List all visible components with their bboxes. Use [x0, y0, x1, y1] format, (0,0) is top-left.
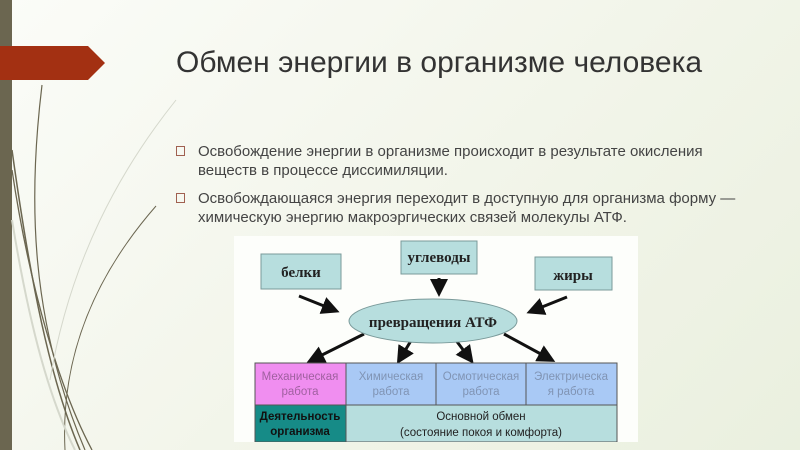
left-sidebar-bar	[0, 0, 12, 450]
activity-label: Деятельность	[260, 411, 341, 423]
bullet-text: Освобождающаяся энергия переходит в дост…	[198, 190, 736, 226]
source-label: углеводы	[408, 250, 471, 266]
square-bullet-icon	[176, 146, 185, 156]
bullet-list: Освобождение энергии в организме происхо…	[176, 142, 736, 236]
source-box-proteins: белки	[260, 253, 342, 290]
work-label: Осмотическая	[443, 371, 519, 383]
atp-ellipse: превращения АТФ	[348, 298, 518, 344]
work-label: Электрическа	[534, 371, 609, 383]
source-box-fats: жиры	[534, 256, 613, 291]
work-label: Химическая	[359, 371, 423, 383]
activity-label: организма	[270, 426, 330, 438]
atp-diagram: белки углеводы жиры превращения АТФ Меха…	[234, 236, 638, 442]
title-arrow-marker	[0, 46, 105, 80]
center-label: превращения АТФ	[369, 315, 497, 331]
work-label: Механическая	[262, 371, 339, 383]
source-label: белки	[281, 265, 321, 281]
source-box-carbs: углеводы	[400, 240, 478, 275]
work-table: Механическая работа Химическая работа Осмо…	[254, 362, 618, 442]
work-label: я работа	[548, 386, 595, 398]
work-label: работа	[462, 386, 500, 398]
square-bullet-icon	[176, 193, 185, 203]
bullet-item: Освобождающаяся энергия переходит в дост…	[176, 189, 736, 227]
source-label: жиры	[553, 268, 593, 284]
bullet-item: Освобождение энергии в организме происхо…	[176, 142, 736, 180]
work-label: работа	[281, 386, 319, 398]
bullet-text: Освобождение энергии в организме происхо…	[198, 143, 703, 179]
work-label: работа	[372, 386, 410, 398]
slide-title: Обмен энергии в организме человека	[176, 46, 703, 79]
basal-label: Основной обмен	[436, 411, 525, 423]
basal-label: (состояние покоя и комфорта)	[400, 427, 562, 439]
decorative-curves	[0, 46, 177, 450]
